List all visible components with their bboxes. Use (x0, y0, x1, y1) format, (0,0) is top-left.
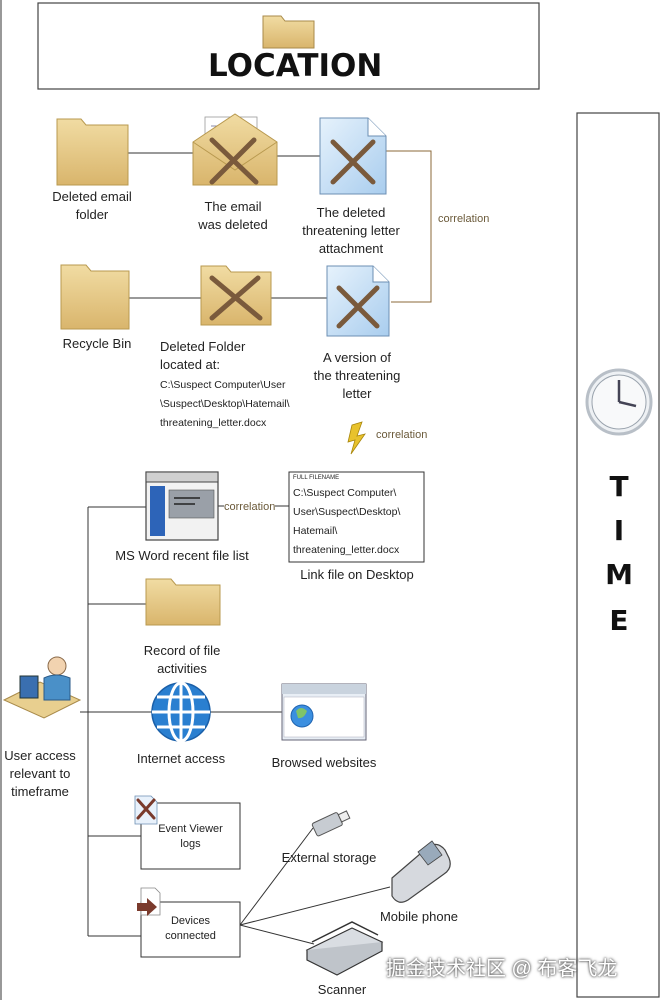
link-file-box (288, 471, 425, 563)
browser-window-icon (281, 683, 367, 741)
record-file-label: Record of file activities (143, 643, 221, 676)
header-folder-icon (262, 15, 315, 49)
mobile-phone-icon (391, 840, 451, 903)
time-letter-e: E (609, 604, 629, 637)
external-storage-label: External storage (281, 850, 377, 865)
mobile-phone-label: Mobile phone (379, 909, 459, 924)
watermark: 掘金技术社区 @ 布客飞龙 (386, 958, 618, 980)
user-at-computer-icon (2, 656, 82, 719)
deleted-email-folder-label: Deleted email folder (52, 189, 132, 222)
time-letter-i: I (613, 514, 625, 547)
link-file-label: Link file on Desktop (300, 567, 414, 582)
letter-version-doc-icon (326, 265, 390, 337)
event-viewer-label: Event Viewer logs (158, 823, 223, 850)
user-access-label: User access relevant to timeframe (4, 748, 76, 799)
deleted-folder-path: C:\Suspect Computer\User \Suspect\Deskto… (160, 379, 290, 429)
event-viewer-box (140, 802, 241, 870)
location-title: LOCATION (208, 48, 383, 84)
record-folder-icon (145, 578, 221, 626)
deleted-folder-icon (200, 265, 272, 326)
time-box (576, 112, 660, 998)
scanner-label: Scanner (317, 982, 367, 997)
devices-doc-icon (137, 887, 161, 916)
internet-access-label: Internet access (136, 751, 226, 766)
time-letter-t: T (609, 470, 629, 503)
correlation-label-1: correlation (438, 213, 490, 225)
link-file-path: C:\Suspect Computer\ User\Suspect\Deskto… (293, 487, 401, 556)
deleted-folder-label: Deleted Folder located at: (160, 339, 246, 372)
ms-word-label: MS Word recent file list (115, 548, 249, 563)
recycle-bin-folder-icon (60, 264, 130, 330)
time-letter-m: M (605, 558, 633, 591)
browsed-websites-label: Browsed websites (271, 755, 377, 770)
internet-globe-icon (151, 681, 211, 743)
deleted-attachment-doc-icon (319, 117, 387, 195)
correlation-label-3: correlation (224, 501, 276, 513)
devices-connected-label: Devices connected (165, 915, 216, 942)
lightning-icon (347, 421, 366, 455)
clock-icon (585, 368, 653, 436)
usb-storage-icon (311, 810, 351, 837)
link-file-header: FULL FILENAME (293, 475, 340, 481)
correlation-label-2: correlation (376, 429, 428, 441)
letter-version-label: A version of the threatening letter (313, 350, 401, 401)
ms-word-window-icon (145, 471, 219, 541)
deleted-email-envelope-icon (192, 113, 278, 186)
event-log-doc-icon (134, 795, 158, 825)
email-deleted-label: The email was deleted (198, 199, 268, 232)
deleted-email-folder-icon (56, 118, 129, 186)
scanner-icon (305, 921, 384, 976)
recycle-bin-label: Recycle Bin (62, 336, 132, 351)
deleted-attachment-label: The deleted threatening letter attachmen… (302, 205, 400, 256)
